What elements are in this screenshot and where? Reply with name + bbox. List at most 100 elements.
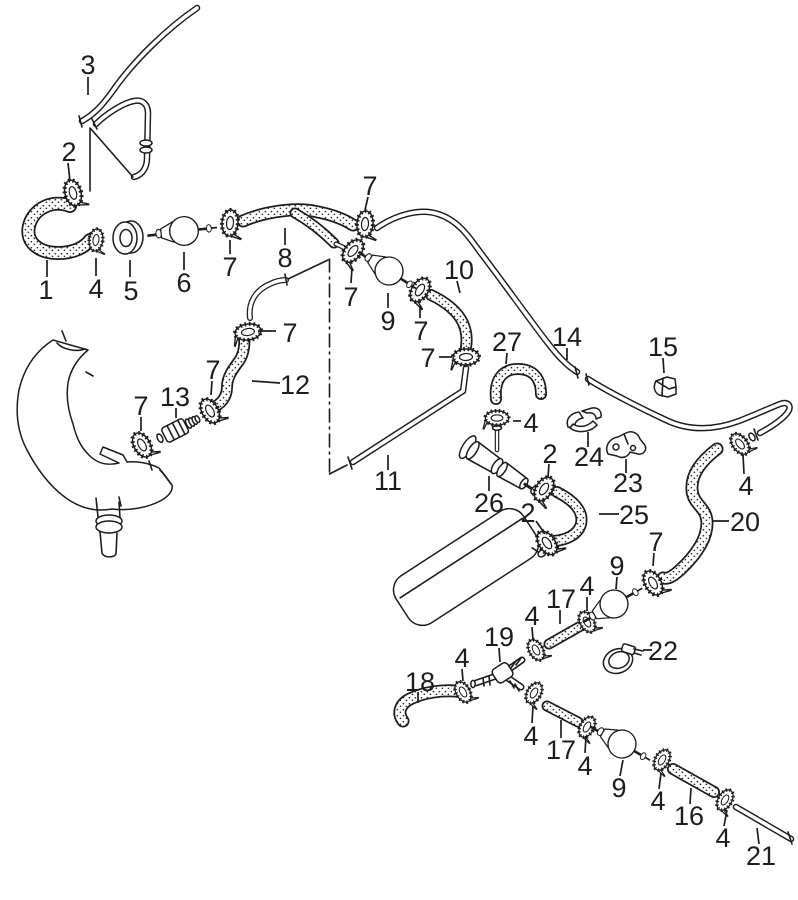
part-13-connector — [156, 415, 201, 444]
leader-line-15 — [662, 357, 665, 374]
tube-11 — [347, 364, 470, 470]
part-label-11: 11 — [374, 466, 402, 496]
part-label-4: 4 — [738, 471, 753, 501]
part-label-15: 15 — [648, 332, 678, 362]
leader-line-21 — [756, 827, 760, 845]
leader-line-7 — [350, 267, 353, 284]
hose-16 — [667, 763, 720, 798]
part-label-7: 7 — [133, 391, 148, 421]
part-label-1: 1 — [38, 275, 53, 305]
part-label-4: 4 — [454, 643, 469, 673]
leader-line-2 — [67, 162, 71, 182]
part-label-2: 2 — [520, 498, 535, 528]
part-label-26: 26 — [474, 488, 504, 518]
hose-20 — [656, 442, 724, 585]
section-boundary — [287, 258, 348, 475]
part-label-9: 9 — [611, 773, 626, 803]
leader-line-19 — [498, 647, 501, 663]
part-label-19: 19 — [484, 622, 514, 652]
connector-pin-26 — [491, 425, 503, 453]
leader-line-4 — [531, 705, 534, 724]
part-label-7: 7 — [420, 343, 435, 373]
part-label-4: 4 — [523, 721, 538, 751]
leader-line-10 — [456, 280, 461, 294]
hose-25 — [548, 486, 588, 547]
part-label-2: 2 — [542, 439, 557, 469]
leader-line-4 — [461, 668, 464, 682]
hose-12 — [205, 330, 251, 414]
intake-duct — [16, 330, 173, 558]
part-label-24: 24 — [574, 442, 604, 472]
part-label-4: 4 — [650, 786, 665, 816]
part-label-4: 4 — [579, 571, 594, 601]
tube-12-stub — [246, 273, 289, 321]
part-label-17: 17 — [546, 584, 576, 614]
leader-line-7 — [364, 196, 369, 211]
hose-18 — [393, 684, 463, 728]
part-label-8: 8 — [277, 243, 292, 273]
part-5-sleeve — [112, 220, 144, 255]
hose-27 — [489, 362, 547, 405]
part-label-13: 13 — [160, 382, 190, 412]
tube-21 — [732, 803, 795, 845]
part-label-7: 7 — [205, 355, 220, 385]
hose-17-upper — [543, 621, 585, 650]
leader-line-4 — [723, 809, 728, 827]
part-22-clamp — [602, 643, 644, 675]
part-label-9: 9 — [380, 306, 395, 336]
leader-line-2 — [547, 463, 550, 478]
part-label-12: 12 — [280, 370, 310, 400]
part-label-22: 22 — [648, 636, 678, 666]
part-label-4: 4 — [523, 408, 538, 438]
part-label-10: 10 — [444, 255, 474, 285]
part-label-7: 7 — [343, 282, 358, 312]
part-label-23: 23 — [613, 468, 643, 498]
part-label-17: 17 — [546, 735, 576, 765]
hose-1 — [21, 196, 97, 261]
part-15-clip — [653, 376, 677, 398]
part-label-2: 2 — [61, 137, 76, 167]
leader-line-2 — [535, 520, 546, 535]
leader-line-4 — [658, 772, 662, 790]
part-label-5: 5 — [123, 276, 138, 306]
leader-line-7 — [652, 552, 655, 567]
part-24-clip — [566, 407, 602, 433]
part-label-7: 7 — [413, 316, 428, 346]
leader-line-4 — [531, 626, 534, 641]
part-label-20: 20 — [730, 507, 760, 537]
part-label-6: 6 — [176, 268, 191, 298]
tube-14 — [373, 208, 793, 442]
leader-line-4 — [584, 735, 587, 754]
part-label-25: 25 — [619, 500, 649, 530]
part-label-4: 4 — [88, 274, 103, 304]
part-19-t-connector — [470, 656, 526, 692]
hose-17-lower — [541, 700, 584, 728]
part-label-4: 4 — [577, 751, 592, 781]
pipe-3 — [78, 4, 201, 192]
leader-line-16 — [689, 787, 692, 805]
leader-line-9 — [619, 759, 624, 777]
part-label-4: 4 — [524, 601, 539, 631]
part-label-7: 7 — [362, 171, 377, 201]
leader-line-4 — [742, 454, 745, 475]
part-23-bracket — [606, 431, 647, 459]
callout-leader-lines — [46, 77, 760, 845]
leader-line-27 — [505, 352, 508, 365]
part-label-9: 9 — [609, 551, 624, 581]
leader-line-7 — [210, 380, 213, 396]
leader-line-9 — [615, 576, 618, 590]
part-label-7: 7 — [648, 527, 663, 557]
part-label-27: 27 — [492, 327, 522, 357]
leader-line-12 — [251, 380, 281, 384]
part-label-21: 21 — [746, 841, 776, 871]
part-label-16: 16 — [674, 801, 704, 831]
valve-cover — [392, 507, 547, 627]
part-label-7: 7 — [222, 252, 237, 282]
hose-8 — [236, 203, 360, 252]
part-label-14: 14 — [552, 322, 582, 352]
part-label-7: 7 — [282, 318, 297, 348]
part-label-18: 18 — [405, 667, 435, 697]
